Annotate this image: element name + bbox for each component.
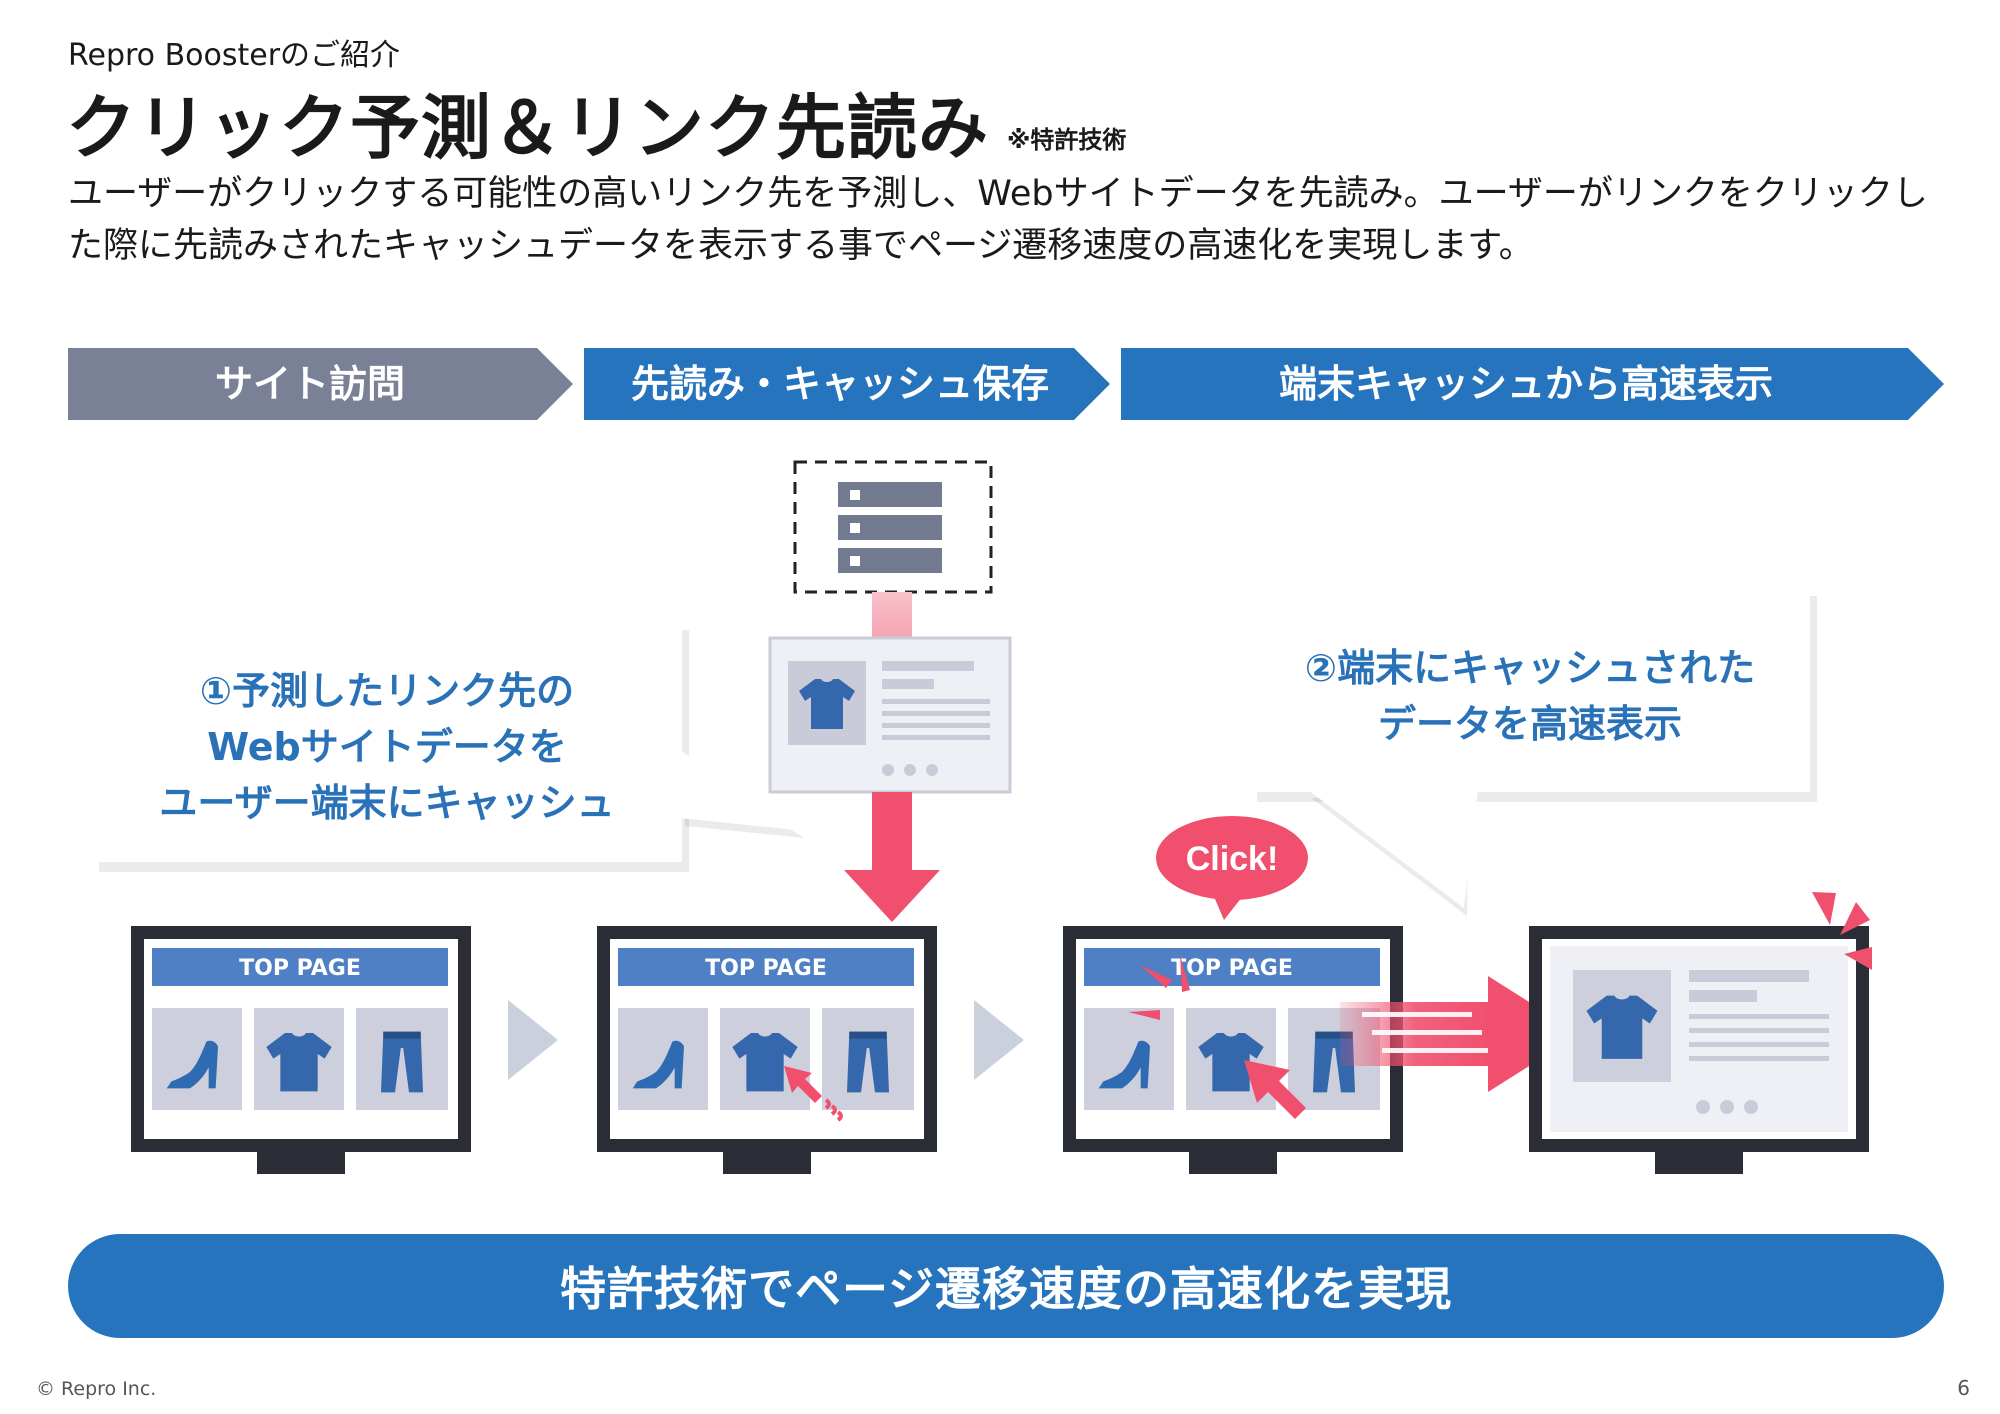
cursor-icon [1244,1060,1306,1119]
page-number: 6 [1957,1376,1970,1400]
cursor-icon [784,1066,843,1122]
page-description: ユーザーがクリックする可能性の高いリンク先を予測し、Webサイトデータを先読み。… [68,174,1928,266]
server-icon [793,460,993,594]
stage-prefetch [584,348,1110,420]
stage-bar: サイト訪問 先読み・キャッシュ保存 端末キャッシュから高速表示 [68,348,1944,420]
stage-fast-display-label: 端末キャッシュから高速表示 [1279,362,1773,406]
callout-step1-line2: Webサイトデータを [207,725,567,769]
callout-step1: ①予測したリンク先の Webサイトデータを ユーザー端末にキャッシュ [92,620,805,872]
monitor-3-top-label: TOP PAGE [1171,956,1293,981]
monitor-2-top-label: TOP PAGE [705,956,827,981]
page-title-text: クリック予測＆リンク先読み [66,87,989,169]
page-title: クリック予測＆リンク先読み ※特許技術 [66,72,1126,173]
monitor-2-hover-predict: TOP PAGE [597,926,937,1174]
section-subtitle: Repro Boosterのご紹介 [68,38,401,73]
callout-step2: ②端末にキャッシュされた データを高速表示 [1250,586,1817,916]
callout-step1-line3: ユーザー端末にキャッシュ [159,781,614,825]
monitor-4-product-page [1529,892,1872,1174]
callout-step2-line2: データを高速表示 [1378,702,1682,746]
conclusion-banner: 特許技術でページ遷移速度の高速化を実現 [68,1234,1944,1338]
prefetch-down-arrow [844,792,940,922]
stage-fast-display [1121,348,1944,420]
monitor-1-top-page: TOP PAGE [131,926,471,1174]
click-burst-icon [1128,955,1190,1020]
stage-prefetch-label: 先読み・キャッシュ保存 [631,362,1049,406]
burst-icon [1812,892,1872,970]
stage-visit-label: サイト訪問 [215,362,405,406]
server-data-flow [872,592,912,638]
step-arrow-1 [508,1000,558,1080]
patent-note: ※特許技術 [1007,126,1127,154]
step-arrow-2 [974,1000,1024,1080]
copyright: © Repro Inc. [36,1378,157,1400]
monitor-1-top-label: TOP PAGE [239,956,361,981]
prefetched-page-card [768,636,1012,794]
click-bubble: Click! [1156,816,1308,920]
callout-step2-line1: ②端末にキャッシュされた [1305,646,1755,690]
stage-visit [68,348,573,420]
callout-step1-line1: ①予測したリンク先の [200,669,574,713]
click-label: Click! [1186,840,1279,878]
